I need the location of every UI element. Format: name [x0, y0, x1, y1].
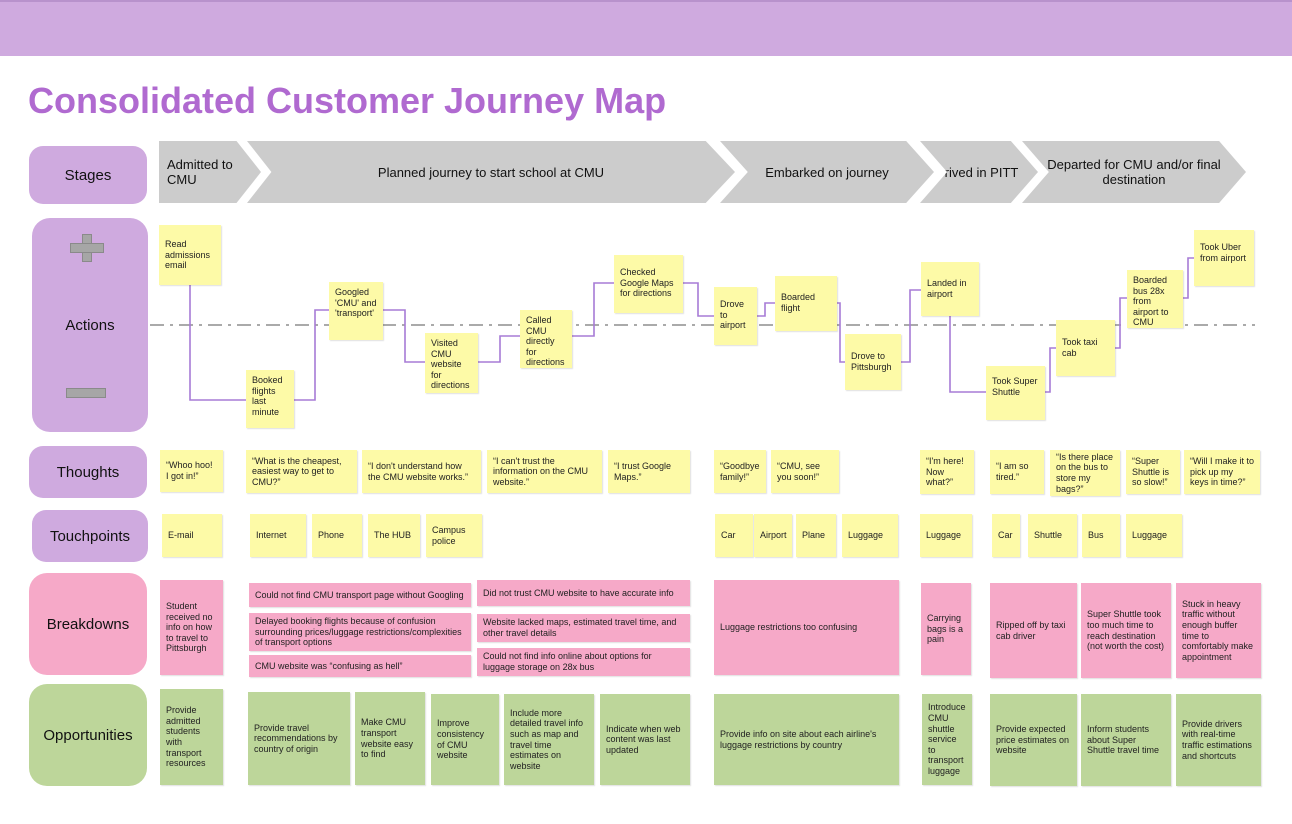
stage-departed: Departed for CMU and/or final destinatio… [1022, 141, 1246, 203]
touchpoint-note: Campus police [426, 514, 482, 557]
breakdown-note: Ripped off by taxi cab driver [990, 583, 1077, 678]
breakdown-note: Carrying bags is a pain [921, 583, 971, 675]
thought-note: “I trust Google Maps.” [608, 450, 690, 493]
breakdown-note: Could not find info online about options… [477, 648, 690, 676]
opportunity-note: Indicate when web content was last updat… [600, 694, 690, 785]
touchpoint-note: Luggage [1126, 514, 1182, 557]
thought-note: “I can't trust the information on the CM… [487, 450, 602, 493]
breakdown-note: Could not find CMU transport page withou… [249, 583, 471, 607]
touchpoint-note: Luggage [842, 514, 898, 557]
minus-icon [66, 388, 106, 398]
stage-planned-journey: Planned journey to start school at CMU [247, 141, 735, 203]
opportunity-note: Include more detailed travel info such a… [504, 694, 594, 785]
row-label-thoughts: Thoughts [29, 446, 147, 498]
touchpoint-note: Plane [796, 514, 836, 557]
journey-path [189, 257, 1194, 401]
opportunity-note: Provide travel recommendations by countr… [248, 692, 350, 785]
thought-note: “What is the cheapest, easiest way to ge… [246, 450, 357, 493]
action-note: Took taxi cab [1056, 320, 1115, 376]
thought-note: “I don't understand how the CMU website … [362, 450, 481, 493]
row-label-stages: Stages [29, 146, 147, 204]
touchpoint-note: Car [992, 514, 1020, 557]
touchpoint-note: E-mail [162, 514, 222, 557]
action-note: Read admissions email [159, 225, 221, 285]
action-note: Called CMU directly for directions [520, 310, 572, 368]
thought-note: “Is there place on the bus to store my b… [1050, 450, 1120, 496]
action-note: Checked Google Maps for directions [614, 255, 683, 313]
touchpoint-note: Internet [250, 514, 306, 557]
touchpoint-note: Bus [1082, 514, 1120, 557]
breakdown-note: Super Shuttle took too much time to reac… [1081, 583, 1171, 678]
row-label-touchpoints: Touchpoints [32, 510, 148, 562]
thought-note: “Goodbye family!” [714, 450, 766, 493]
action-note: Took Uber from airport [1194, 230, 1254, 286]
opportunity-note: Provide admitted students with transport… [160, 689, 223, 785]
touchpoint-note: Airport [754, 514, 792, 557]
opportunity-note: Provide info on site about each airline'… [714, 694, 899, 785]
row-label-opportunities: Opportunities [29, 684, 147, 786]
action-note: Drove to airport [714, 287, 757, 345]
stage-admitted: Admitted to CMU [159, 141, 261, 203]
row-label-breakdowns: Breakdowns [29, 573, 147, 675]
stage-embarked: Embarked on journey [720, 141, 934, 203]
action-note: Took Super Shuttle [986, 366, 1045, 420]
thought-note: “Super Shuttle is so slow!” [1126, 450, 1180, 494]
thought-note: “I'm here! Now what?” [920, 450, 974, 494]
thought-note: “Whoo hoo! I got in!” [160, 450, 223, 492]
touchpoint-note: The HUB [368, 514, 420, 557]
action-note: Visited CMU website for directions [425, 333, 478, 393]
action-note: Boarded flight [775, 276, 837, 331]
opportunity-note: Provide expected price estimates on webs… [990, 694, 1077, 786]
touchpoint-note: Shuttle [1028, 514, 1077, 557]
breakdown-note: CMU website was “confusing as hell” [249, 655, 471, 677]
header-banner [0, 0, 1292, 56]
action-note: Boarded bus 28x from airport to CMU [1127, 270, 1183, 328]
breakdown-note: Delayed booking flights because of confu… [249, 613, 471, 651]
opportunity-note: Introduce CMU shuttle service to transpo… [922, 694, 972, 785]
thought-note: “I am so tired.” [990, 450, 1044, 494]
actions-label: Actions [65, 316, 115, 334]
action-note: Googled 'CMU' and 'transport' [329, 282, 383, 340]
action-note: Booked flights last minute [246, 370, 294, 428]
opportunity-note: Provide drivers with real-time traffic e… [1176, 694, 1261, 786]
action-note: Drove to Pittsburgh [845, 334, 901, 390]
breakdown-note: Website lacked maps, estimated travel ti… [477, 614, 690, 642]
touchpoint-note: Car [715, 514, 753, 557]
breakdown-note: Student received no info on how to trave… [160, 580, 223, 675]
thought-note: “Will I make it to pick up my keys in ti… [1184, 450, 1260, 494]
touchpoint-note: Phone [312, 514, 362, 557]
breakdown-note: Did not trust CMU website to have accura… [477, 580, 690, 606]
action-note: Landed in airport [921, 262, 979, 316]
page-title: Consolidated Customer Journey Map [28, 80, 667, 121]
opportunity-note: Inform students about Super Shuttle trav… [1081, 694, 1171, 786]
opportunity-note: Make CMU transport website easy to find [355, 692, 425, 785]
breakdown-note: Luggage restrictions too confusing [714, 580, 899, 675]
plus-icon [70, 234, 104, 262]
thought-note: “CMU, see you soon!” [771, 450, 839, 493]
opportunity-note: Improve consistency of CMU website [431, 694, 499, 785]
breakdown-note: Stuck in heavy traffic without enough bu… [1176, 583, 1261, 678]
touchpoint-note: Luggage [920, 514, 972, 557]
